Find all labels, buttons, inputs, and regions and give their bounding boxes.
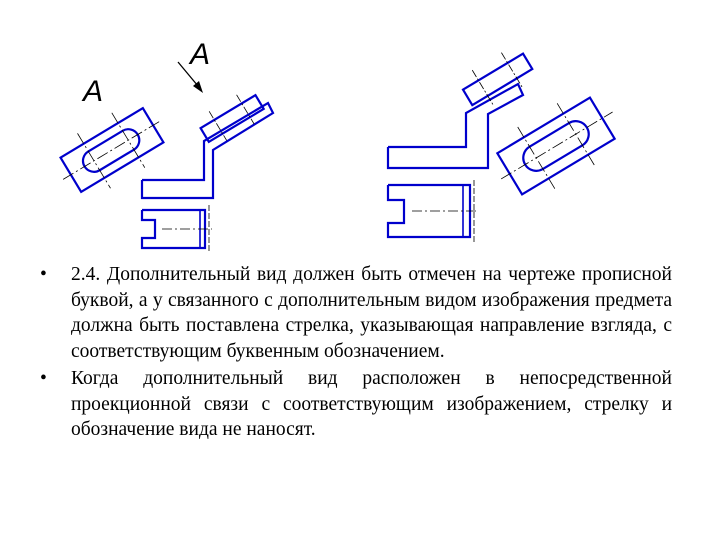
bullet-text: 2.4. Дополнительный вид должен быть отме… [71, 264, 672, 362]
bullet-list: • 2.4. Дополнительный вид должен быть от… [40, 262, 672, 445]
list-item: • Когда дополнительный вид расположен в … [40, 366, 672, 443]
main-view-left [140, 93, 275, 200]
view-letter-arrow: A [188, 38, 210, 71]
additional-view-left [59, 106, 165, 194]
list-item: • 2.4. Дополнительный вид должен быть от… [40, 262, 672, 364]
view-direction-arrow [177, 61, 203, 93]
technical-drawing: A A [59, 38, 617, 252]
right-figure [386, 52, 617, 242]
top-view-right [386, 180, 476, 242]
top-view-left [140, 205, 212, 252]
bullet-symbol: • [40, 264, 47, 285]
bullet-symbol: • [40, 368, 47, 389]
view-letter-left: A [81, 75, 103, 108]
left-figure: A A [59, 38, 275, 252]
main-view-right [386, 52, 534, 170]
bullet-text: Когда дополнительный вид расположен в не… [71, 368, 672, 440]
additional-view-right [495, 96, 617, 196]
